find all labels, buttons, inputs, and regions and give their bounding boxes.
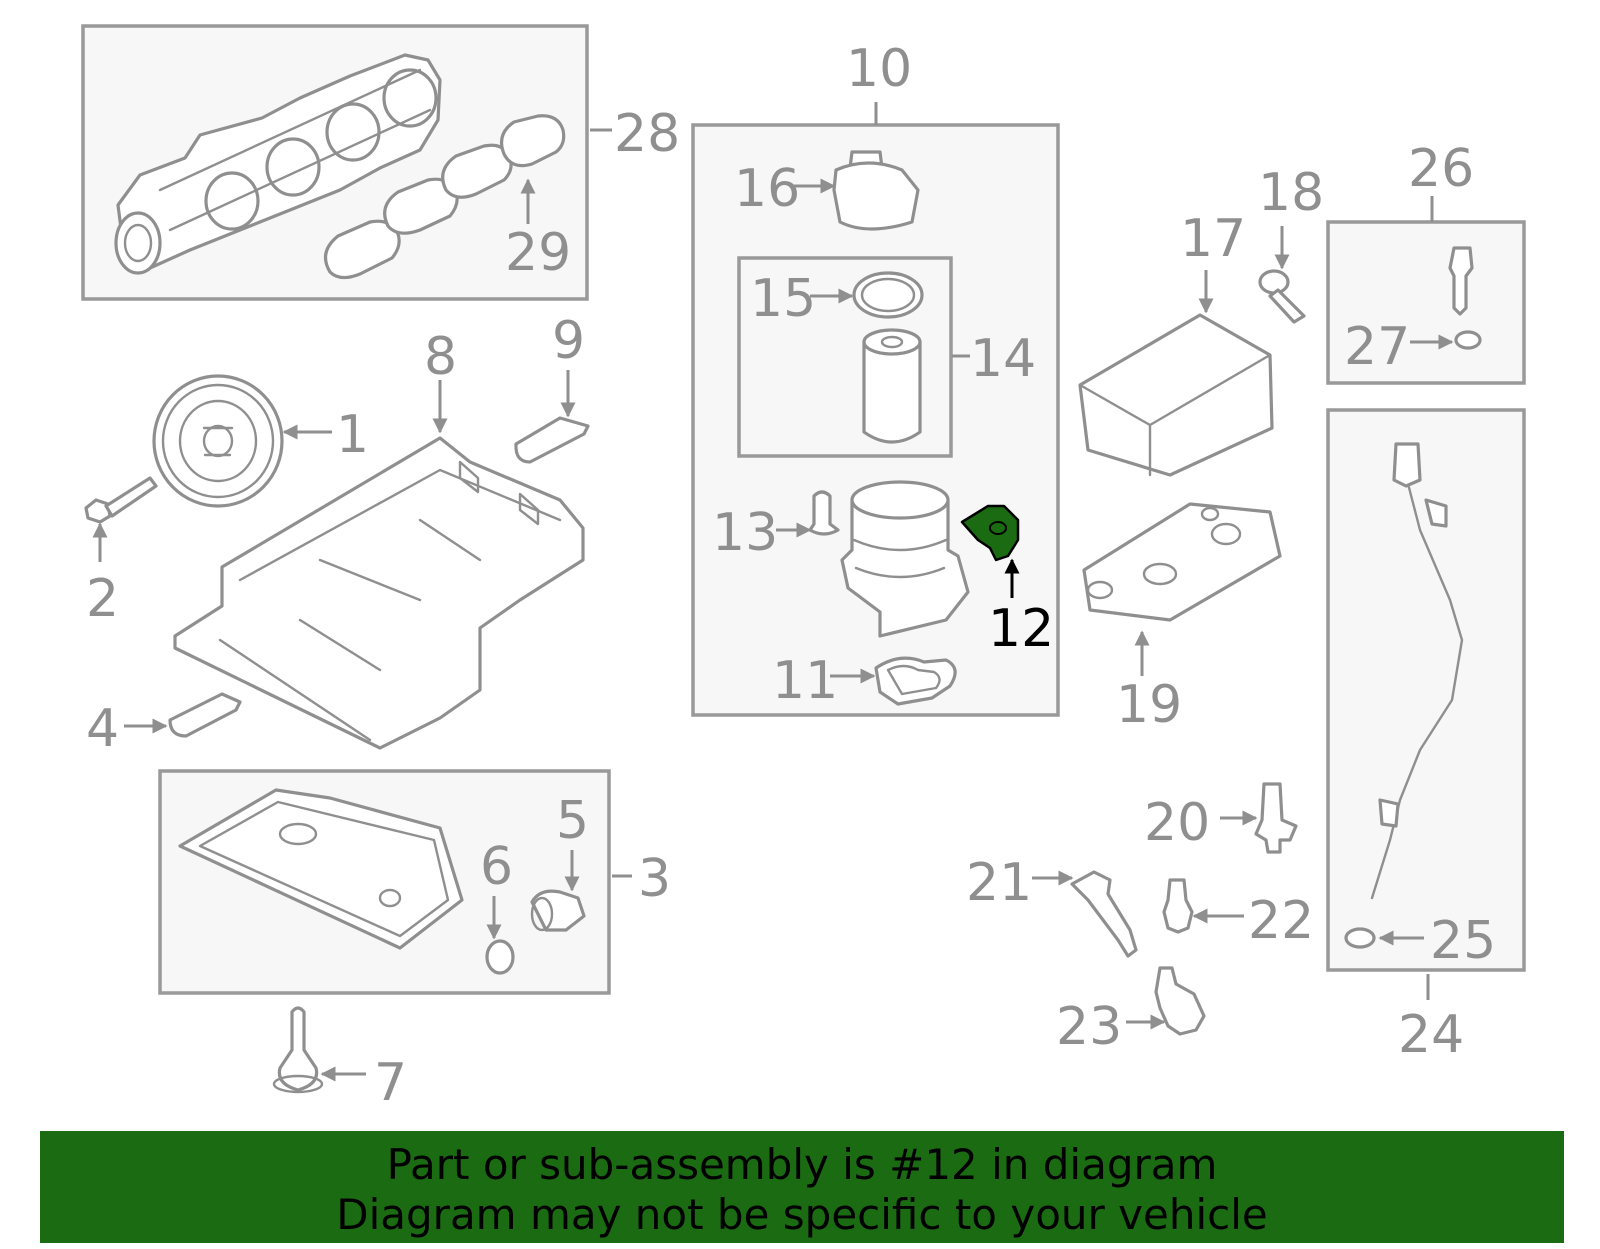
- callout-8: 8: [424, 327, 457, 387]
- callout-24: 24: [1398, 1005, 1464, 1065]
- callout-1: 1: [336, 405, 369, 465]
- sensor-21-part: [1070, 870, 1138, 958]
- callout-2: 2: [86, 569, 119, 629]
- callout-12: 12: [988, 599, 1054, 659]
- callout-11: 11: [772, 651, 838, 711]
- oil-filter-element-part: [862, 328, 922, 444]
- housing-bolt-part: [808, 490, 840, 536]
- sensor-washer-part: [1454, 330, 1482, 350]
- cooler-bolt-part: [1258, 269, 1306, 324]
- callout-7: 7: [374, 1053, 407, 1113]
- callout-4: 4: [86, 699, 119, 759]
- oil-level-sensor-part: [272, 1006, 324, 1094]
- callout-13: 13: [712, 503, 778, 563]
- callout-15: 15: [750, 269, 816, 329]
- callout-9: 9: [552, 311, 585, 371]
- sensor-20-part: [1254, 782, 1298, 854]
- pan-drain-plug-part: [168, 692, 242, 738]
- intake-gasket-part: [323, 114, 566, 280]
- callout-5: 5: [556, 791, 589, 851]
- banner-line-2: Diagram may not be specific to your vehi…: [336, 1190, 1268, 1239]
- oil-cooler-part: [1078, 313, 1274, 477]
- leader-lines: [92, 102, 1454, 1082]
- callout-18: 18: [1258, 163, 1324, 223]
- callout-6: 6: [480, 837, 513, 897]
- frame-24-dipstick: [1326, 408, 1526, 972]
- cooler-gasket-part: [1082, 502, 1282, 622]
- callout-21: 21: [966, 853, 1032, 913]
- oil-filter-oring-part: [852, 271, 924, 319]
- banner-line-1: Part or sub-assembly is #12 in diagram: [386, 1140, 1218, 1189]
- callout-20: 20: [1144, 793, 1210, 853]
- callout-10: 10: [846, 39, 912, 99]
- callout-27: 27: [1344, 317, 1410, 377]
- pulley-bolt-part: [84, 476, 158, 524]
- oil-filter-cap-part: [832, 150, 920, 231]
- callout-29: 29: [505, 223, 571, 283]
- oil-filter-housing-part: [840, 480, 970, 638]
- sensor-22-part: [1162, 878, 1194, 934]
- intake-manifold-part: [114, 53, 442, 275]
- callout-16: 16: [734, 159, 800, 219]
- highlighted-part-12: [960, 504, 1020, 562]
- callout-23: 23: [1056, 997, 1122, 1057]
- housing-gasket-part: [874, 656, 957, 706]
- callout-22: 22: [1248, 891, 1314, 951]
- dipstick-tube-part: [1370, 442, 1464, 900]
- upper-oil-pan-part: [173, 436, 585, 750]
- lower-oil-pan-part: [178, 788, 464, 950]
- frame-26-sensor-kit: [1326, 220, 1526, 385]
- callout-14: 14: [970, 329, 1036, 389]
- callout-28: 28: [614, 104, 680, 164]
- info-banner: Part or sub-assembly is #12 in diagram D…: [40, 1131, 1564, 1243]
- callout-labels: 28 29 10 16 15 14 13 12 11 17 18 26 27 1…: [86, 39, 1496, 1113]
- dipstick-oring-part: [1344, 927, 1376, 949]
- callout-25: 25: [1430, 911, 1496, 971]
- callout-3: 3: [638, 849, 671, 909]
- drain-plug-part: [530, 889, 586, 932]
- callout-19: 19: [1116, 675, 1182, 735]
- callout-26: 26: [1408, 139, 1474, 199]
- upper-pan-plug-part: [514, 416, 590, 464]
- drain-plug-washer-part: [485, 939, 515, 975]
- oil-pressure-sensor-part: [1448, 246, 1474, 316]
- sensor-23-part: [1154, 966, 1206, 1036]
- callout-17: 17: [1180, 209, 1246, 269]
- crankshaft-pulley-part: [152, 374, 284, 508]
